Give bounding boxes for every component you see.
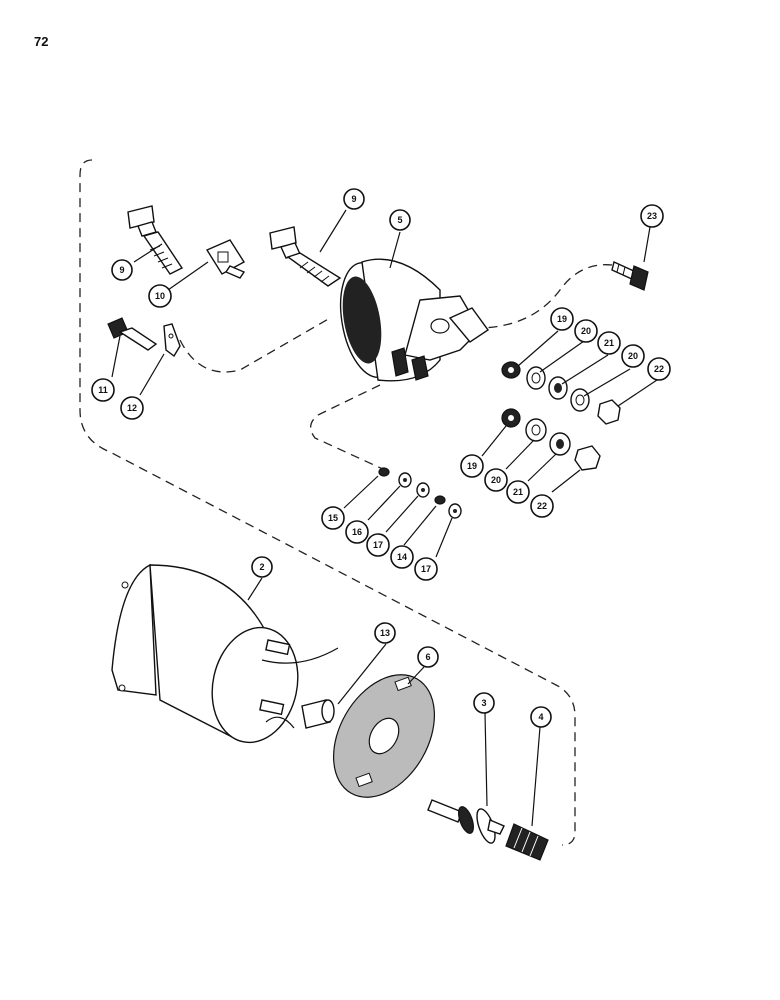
svg-text:20: 20 bbox=[581, 326, 591, 336]
svg-text:20: 20 bbox=[628, 351, 638, 361]
callout-20-upper-b: 20 bbox=[621, 344, 645, 368]
svg-text:19: 19 bbox=[467, 461, 477, 471]
contact-plate bbox=[332, 674, 436, 798]
callout-17-a: 17 bbox=[366, 533, 390, 557]
callout-20-lower: 20 bbox=[484, 468, 508, 492]
lock-tab bbox=[205, 239, 246, 279]
svg-text:17: 17 bbox=[373, 540, 383, 550]
spring bbox=[505, 823, 549, 861]
callout-23: 23 bbox=[640, 204, 664, 228]
callout-3: 3 bbox=[473, 692, 495, 714]
svg-text:6: 6 bbox=[425, 652, 430, 662]
svg-text:20: 20 bbox=[491, 475, 501, 485]
carriage-bolt-right bbox=[269, 226, 342, 287]
sleeve bbox=[301, 699, 335, 729]
svg-text:21: 21 bbox=[604, 338, 614, 348]
callout-20-upper-a: 20 bbox=[574, 319, 598, 343]
callout-16: 16 bbox=[345, 520, 369, 544]
svg-text:5: 5 bbox=[397, 215, 402, 225]
callout-14: 14 bbox=[390, 545, 414, 569]
svg-text:10: 10 bbox=[155, 291, 165, 301]
callout-19-lower: 19 bbox=[460, 454, 484, 478]
screw-23 bbox=[611, 261, 649, 291]
callout-22-lower: 22 bbox=[530, 494, 554, 518]
plunger bbox=[427, 799, 505, 844]
solenoid-body bbox=[111, 563, 339, 744]
callout-15: 15 bbox=[321, 506, 345, 530]
carriage-bolt-left bbox=[127, 205, 184, 275]
svg-text:16: 16 bbox=[352, 527, 362, 537]
svg-text:22: 22 bbox=[537, 501, 547, 511]
callout-12: 12 bbox=[120, 396, 144, 420]
svg-text:14: 14 bbox=[397, 552, 407, 562]
svg-text:15: 15 bbox=[328, 513, 338, 523]
svg-text:23: 23 bbox=[647, 211, 657, 221]
callout-21-upper: 21 bbox=[597, 331, 621, 355]
callout-17-b: 17 bbox=[414, 557, 438, 581]
svg-text:4: 4 bbox=[538, 712, 543, 722]
callout-10: 10 bbox=[148, 284, 172, 308]
leader-lines bbox=[111, 209, 658, 827]
callout-19-upper: 19 bbox=[550, 307, 574, 331]
callout-5: 5 bbox=[389, 209, 411, 231]
solenoid-housing bbox=[339, 258, 489, 382]
callout-9-right: 9 bbox=[343, 188, 365, 210]
page-number: 72 bbox=[34, 34, 49, 49]
callout-21-lower: 21 bbox=[506, 480, 530, 504]
svg-text:22: 22 bbox=[654, 364, 664, 374]
svg-text:2: 2 bbox=[259, 562, 264, 572]
svg-text:11: 11 bbox=[98, 385, 108, 395]
callout-4: 4 bbox=[530, 706, 552, 728]
small-hardware-row bbox=[378, 467, 462, 519]
hardware-row-upper bbox=[501, 361, 621, 425]
svg-text:12: 12 bbox=[127, 403, 137, 413]
callout-6: 6 bbox=[417, 646, 439, 668]
svg-text:17: 17 bbox=[421, 564, 431, 574]
callout-13: 13 bbox=[374, 622, 396, 644]
assembly-dashed-lines bbox=[79, 159, 613, 846]
svg-text:9: 9 bbox=[119, 265, 124, 275]
svg-text:3: 3 bbox=[481, 698, 486, 708]
screw-and-terminal bbox=[107, 317, 181, 358]
callout-22-upper: 22 bbox=[647, 357, 671, 381]
svg-text:19: 19 bbox=[557, 314, 567, 324]
callout-11: 11 bbox=[91, 378, 115, 402]
svg-text:21: 21 bbox=[513, 487, 523, 497]
svg-text:13: 13 bbox=[380, 628, 390, 638]
svg-text:9: 9 bbox=[351, 194, 356, 204]
callout-2: 2 bbox=[251, 556, 273, 578]
hardware-row-lower bbox=[501, 408, 601, 471]
callout-9-left: 9 bbox=[111, 259, 133, 281]
